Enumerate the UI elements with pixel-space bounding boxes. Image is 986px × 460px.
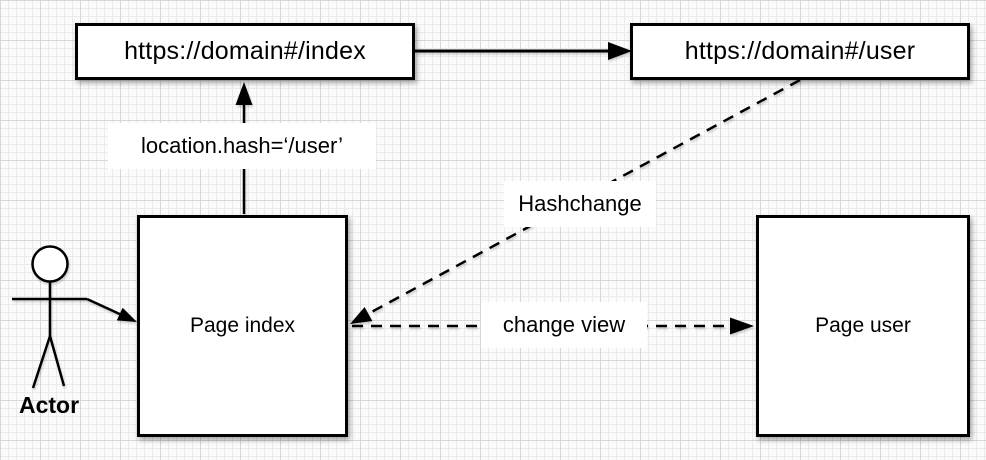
navigate-arrow bbox=[415, 42, 632, 60]
edge-label-change-view: change view bbox=[481, 302, 647, 348]
node-page-index-label: Page index bbox=[189, 314, 296, 337]
node-url-index: https://domain#/index bbox=[75, 23, 415, 80]
actor-label: Actor bbox=[19, 392, 80, 418]
actor-arrow bbox=[86, 297, 137, 322]
node-page-user-label: Page user bbox=[815, 314, 911, 337]
node-url-index-label: https://domain#/index bbox=[124, 37, 366, 65]
edge-label-hashchange: Hashchange bbox=[504, 181, 656, 227]
node-url-user: https://domain#/user bbox=[630, 23, 970, 80]
hashchange-arrow bbox=[350, 78, 801, 324]
node-page-index: Page index bbox=[137, 215, 348, 437]
edge-label-location-hash: location.hash=‘/user’ bbox=[108, 123, 376, 169]
actor-figure-icon bbox=[12, 245, 87, 389]
node-page-user: Page user bbox=[756, 215, 970, 437]
node-url-user-label: https://domain#/user bbox=[684, 37, 916, 65]
